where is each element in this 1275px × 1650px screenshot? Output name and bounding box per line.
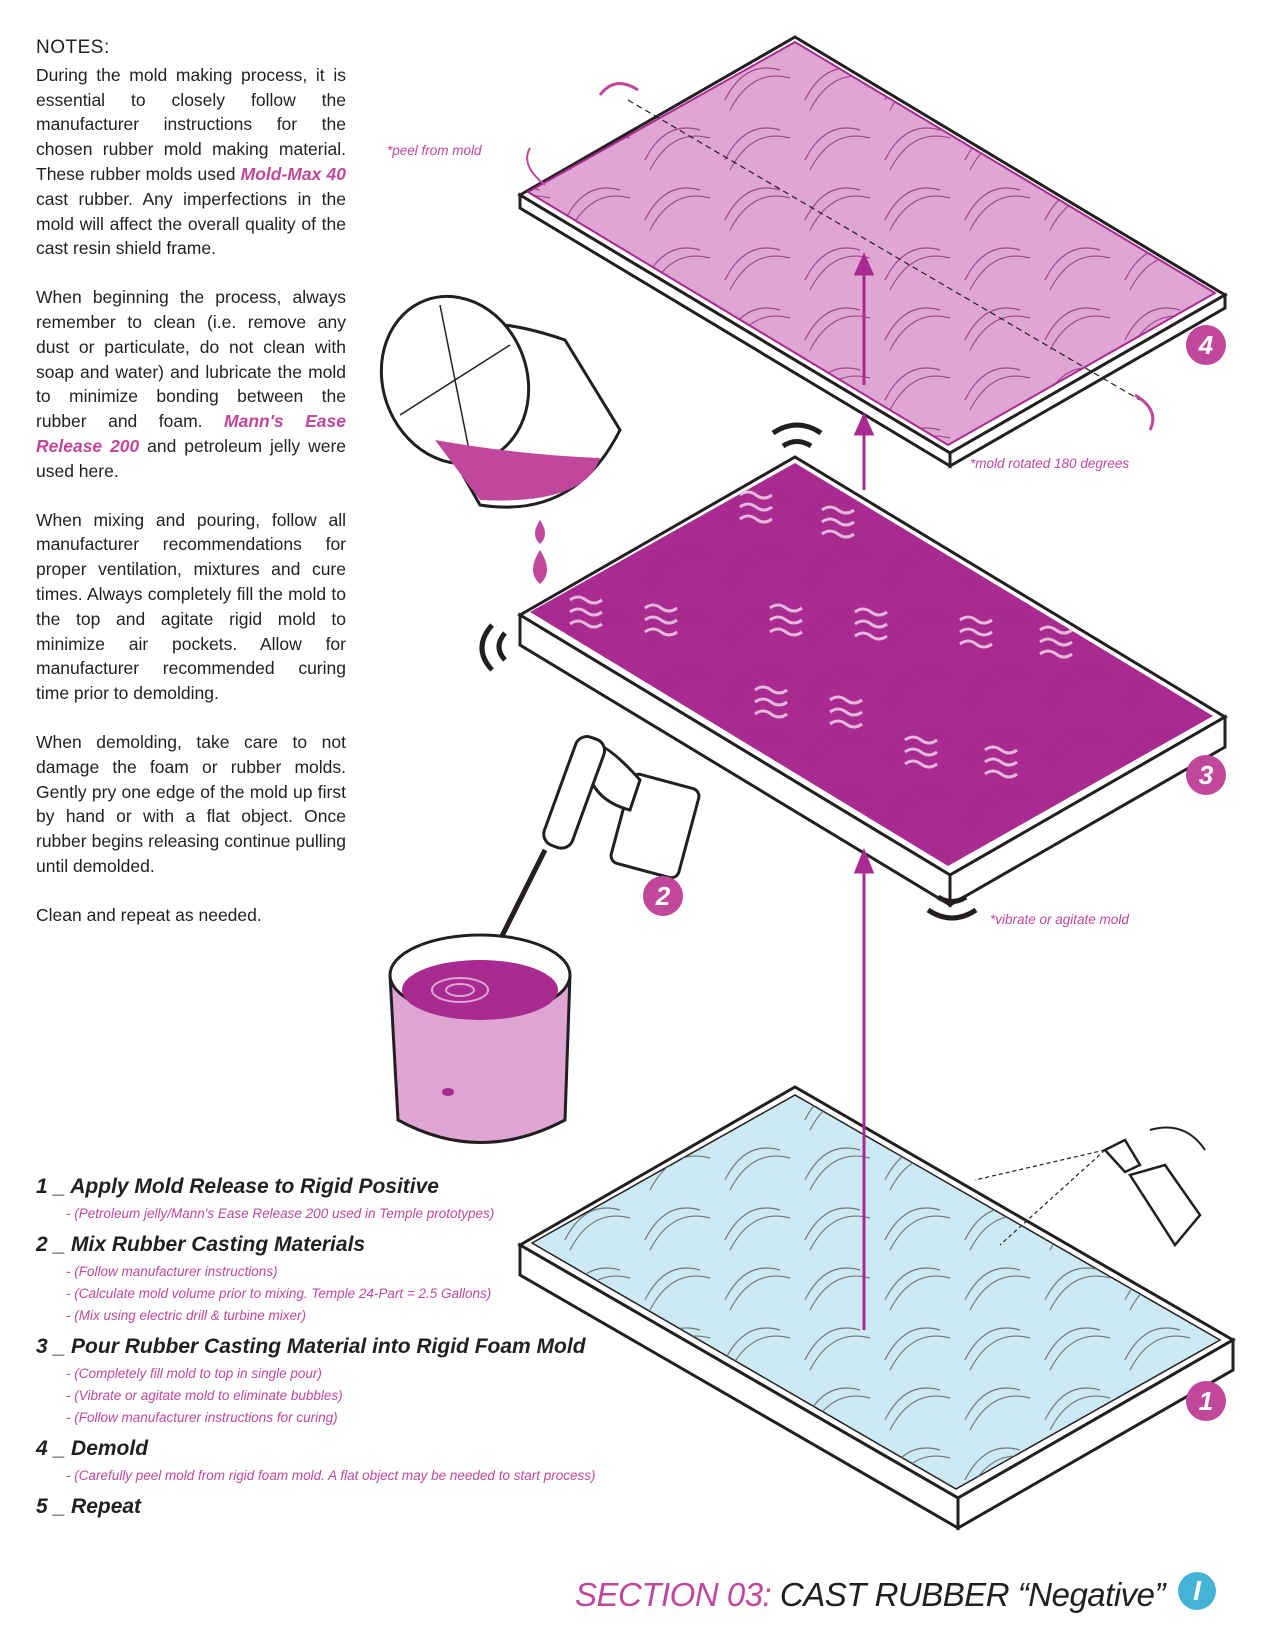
notes-p1-text-b: cast rubber. Any imperfections in the mo…	[36, 188, 346, 259]
step-note: - (Carefully peel mold from rigid foam m…	[66, 1468, 596, 1483]
material-highlight: Mold-Max 40	[240, 163, 346, 184]
step-note: - (Completely fill mold to top in single…	[66, 1366, 322, 1381]
step-note: - (Follow manufacturer instructions for …	[66, 1410, 338, 1425]
notes-column: NOTES: During the mold making process, i…	[36, 36, 346, 952]
notes-paragraph-5: Clean and repeat as needed.	[36, 904, 262, 925]
notes-paragraph-2: When beginning the process, always remem…	[36, 285, 346, 483]
page-badge: I	[1178, 1572, 1216, 1610]
step-3: 3 _ Pour Rubber Casting Material into Ri…	[36, 1333, 796, 1427]
notes-p1-text-a: During the mold making process, it is es…	[36, 64, 346, 184]
notes-paragraph-3: When mixing and pouring, follow all manu…	[36, 509, 346, 704]
release-agent-highlight: Mann's Ease Release 200	[36, 411, 346, 456]
demolded-rubber-mold	[517, 35, 1228, 469]
step-title: 1 _ Apply Mold Release to Rigid Positive	[36, 1175, 439, 1198]
filled-mold-tray	[517, 455, 1228, 908]
step-note: - (Vibrate or agitate mold to eliminate …	[66, 1388, 343, 1403]
spray-bottle	[974, 1126, 1206, 1248]
step-note: - (Calculate mold volume prior to mixing…	[66, 1286, 492, 1301]
step-number-4: 4	[1186, 325, 1226, 365]
step-note: - (Petroleum jelly/Mann's Ease Release 2…	[66, 1206, 495, 1221]
section-label: SECTION 03:	[575, 1576, 772, 1613]
notes-p2-text-b: and petroleum jelly were used here.	[36, 435, 346, 481]
vibration-marks	[479, 422, 978, 921]
step-1: 1 _ Apply Mold Release to Rigid Positive…	[36, 1173, 796, 1223]
notes-paragraph-1: During the mold making process, it is es…	[36, 63, 346, 261]
notes-paragraph-4: When demolding, take care to not damage …	[36, 731, 346, 876]
step-number-1: 1	[1186, 1381, 1226, 1421]
step-4: 4 _ Demold - (Carefully peel mold from r…	[36, 1435, 796, 1485]
step-title: 5 _ Repeat	[36, 1495, 142, 1518]
vibrate-annotation: *vibrate or agitate mold	[990, 912, 1129, 927]
step-number-3: 3	[1186, 755, 1226, 795]
rigid-foam-positive-tray	[516, 1085, 1237, 1531]
electric-drill	[462, 735, 701, 1012]
step-title: 2 _ Mix Rubber Casting Materials	[36, 1233, 366, 1256]
section-title: SECTION 03: CAST RUBBER “Negative”	[575, 1576, 1165, 1614]
step-5: 5 _ Repeat	[36, 1493, 796, 1521]
step-title: 3 _ Pour Rubber Casting Material into Ri…	[36, 1335, 586, 1358]
step-title: 4 _ Demold	[36, 1437, 149, 1460]
step-note: - (Follow manufacturer instructions)	[66, 1264, 278, 1279]
step-number-2: 2	[643, 876, 683, 916]
steps-list: 1 _ Apply Mold Release to Rigid Positive…	[36, 1173, 796, 1529]
section-name: CAST RUBBER “Negative”	[771, 1576, 1166, 1613]
mixing-bucket	[388, 933, 572, 1144]
notes-p2-text-a: When beginning the process, always remem…	[36, 287, 346, 432]
rotated-annotation: *mold rotated 180 degrees	[970, 456, 1130, 471]
step-note: - (Mix using electric drill & turbine mi…	[66, 1308, 307, 1323]
notes-heading: NOTES:	[36, 37, 110, 58]
peel-annotation: *peel from mold	[387, 143, 482, 158]
process-arrows	[853, 252, 875, 1330]
pouring-bucket	[379, 294, 622, 584]
step-2: 2 _ Mix Rubber Casting Materials - (Foll…	[36, 1231, 796, 1325]
